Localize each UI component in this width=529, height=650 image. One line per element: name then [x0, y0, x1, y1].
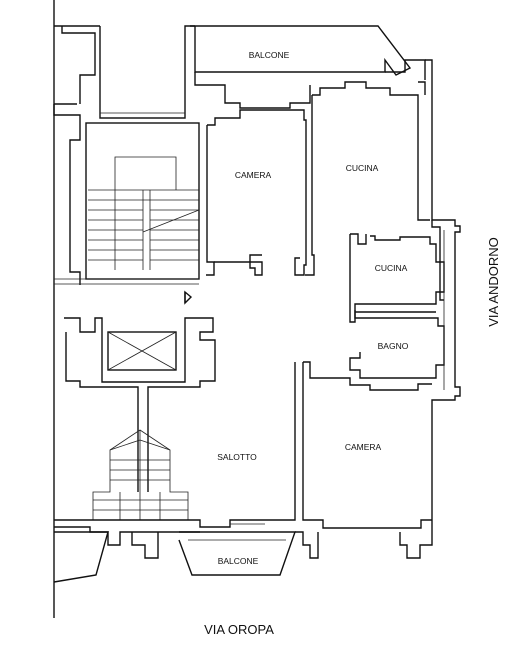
label-salotto: SALOTTO — [217, 452, 257, 462]
label-balcone-top: BALCONE — [249, 50, 290, 60]
street-label-bottom: VIA OROPA — [204, 622, 274, 637]
top-balcony — [190, 25, 426, 109]
label-cucina-small: CUCINA — [375, 263, 408, 273]
label-cucina-main: CUCINA — [346, 163, 379, 173]
elevator-core — [64, 290, 216, 492]
label-camera-bottom: CAMERA — [345, 442, 382, 452]
label-camera-top: CAMERA — [235, 170, 272, 180]
label-bagno: BAGNO — [378, 341, 409, 351]
right-exterior-wall — [425, 59, 461, 535]
bottom-balconies — [53, 531, 433, 583]
salotto-room — [54, 519, 265, 546]
label-balcone-bottom: BALCONE — [218, 556, 259, 566]
bagno-room — [349, 310, 445, 379]
cucina-main-room — [305, 81, 430, 276]
camera-top-room — [206, 109, 307, 276]
lower-stairwell — [92, 429, 189, 520]
upper-stairwell — [54, 112, 200, 285]
camera-bottom-room — [265, 361, 432, 529]
left-boundary — [53, 0, 195, 618]
street-label-right: VIA ANDORNO — [486, 237, 501, 327]
